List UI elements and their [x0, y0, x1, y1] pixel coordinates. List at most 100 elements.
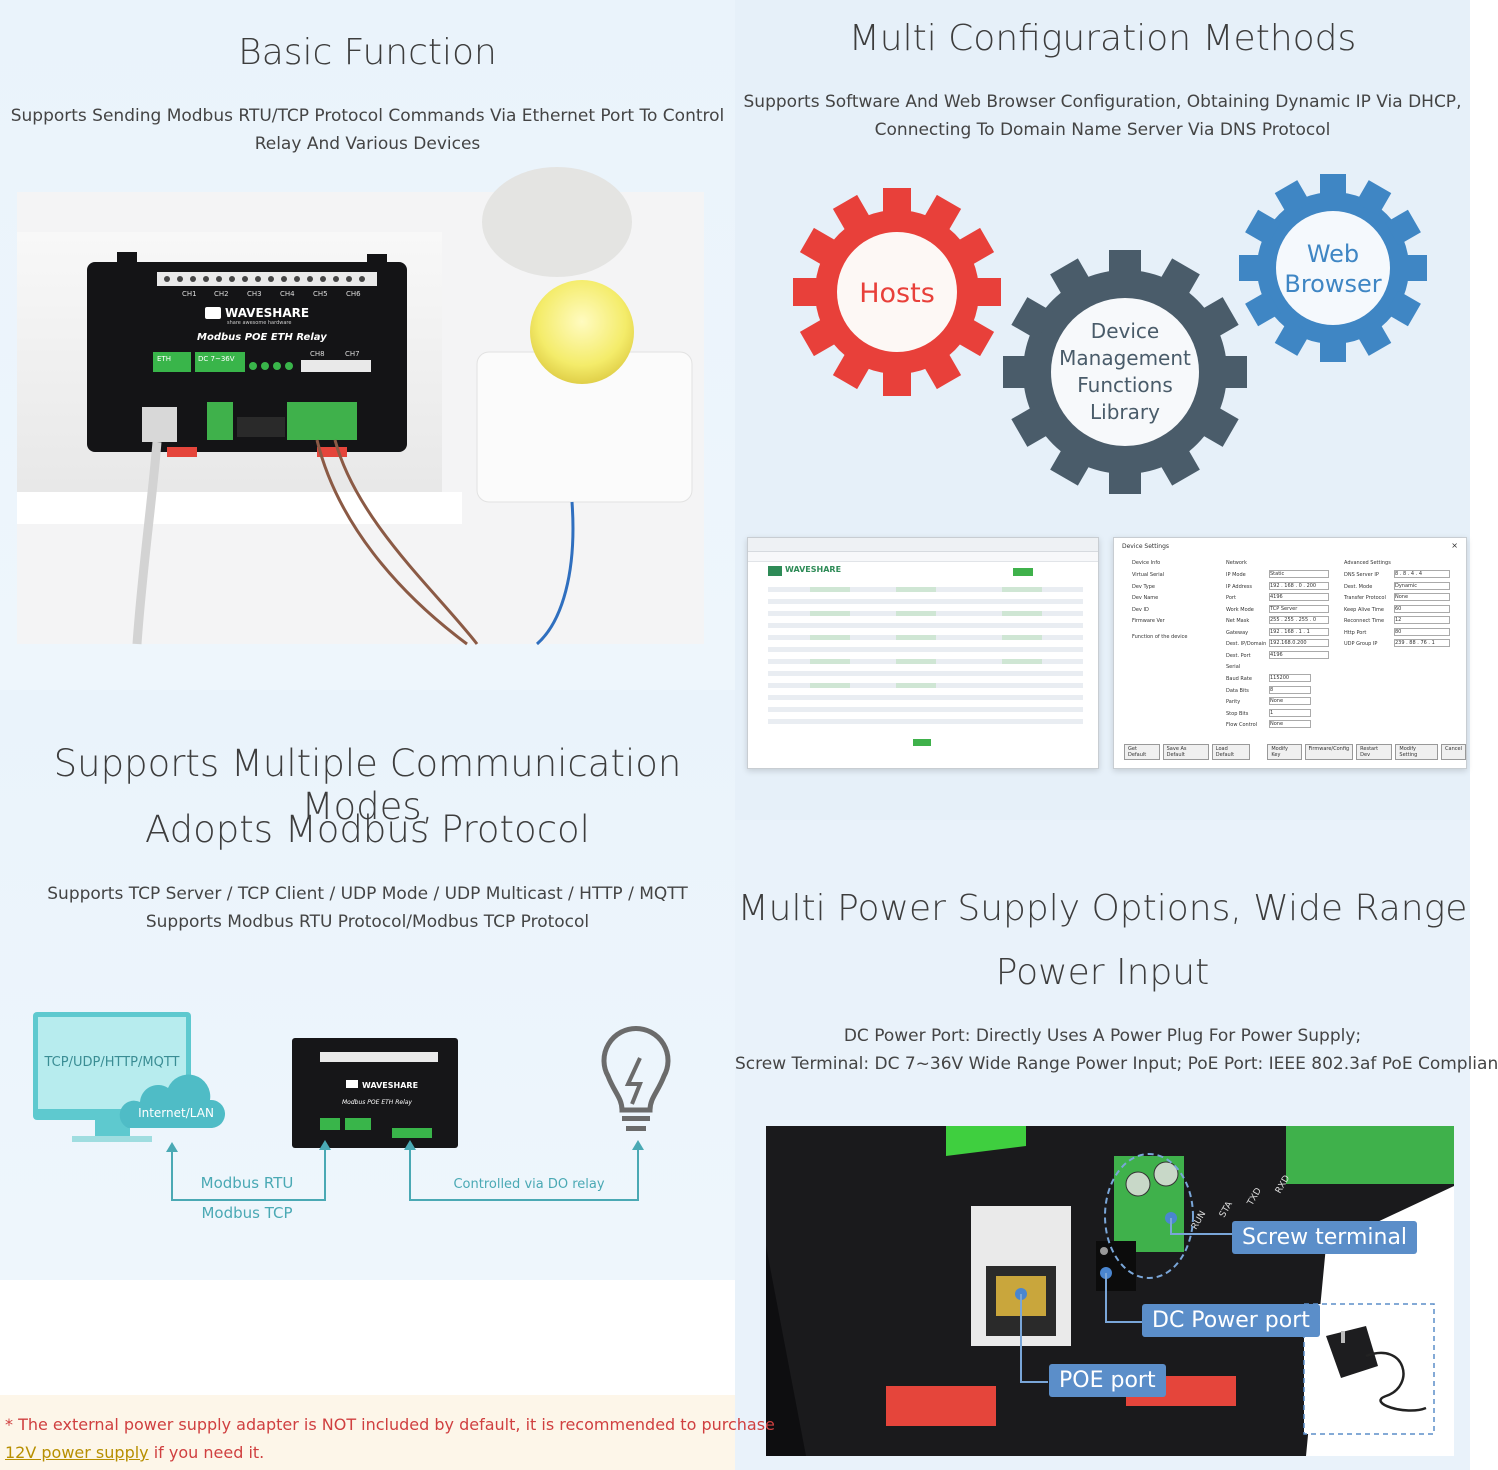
net-label: Dest. IP/Domain: [1226, 641, 1267, 647]
adv-label: DNS Server IP: [1344, 572, 1379, 578]
info-label: Virtual Serial: [1132, 572, 1165, 578]
tool-serial-heading: Serial: [1226, 664, 1241, 670]
net-label: Port: [1226, 595, 1236, 601]
power-adapter-icon: [1326, 1326, 1427, 1412]
adv-label: Keep Alive Time: [1344, 606, 1385, 613]
net-value-field[interactable]: 192.168.0.200: [1269, 639, 1329, 647]
comm-modes-desc-line1: Supports TCP Server / TCP Client / UDP M…: [47, 884, 688, 904]
ethernet-cable: [132, 441, 162, 645]
firmware-config-button[interactable]: Firmware/Config: [1304, 744, 1354, 760]
get-default-button[interactable]: Get Default: [1124, 744, 1160, 760]
multi-config-desc-line1: Supports Software And Web Browser Config…: [743, 92, 1462, 112]
device-library-gear: Device Management Functions Library: [1003, 250, 1247, 494]
serial-label: Stop Bits: [1226, 710, 1249, 717]
channel-label-ch8: CH8: [310, 350, 325, 358]
multi-config-title: Multi Configuration Methods: [848, 18, 1357, 59]
multi-config-description: Supports Software And Web Browser Config…: [735, 88, 1470, 144]
device-brand: WAVESHARE: [225, 306, 309, 320]
save-default-button[interactable]: Save As Default: [1162, 744, 1209, 760]
channel-label-ch3: CH3: [247, 290, 262, 298]
net-value-field[interactable]: 192 . 168 . 0 . 200: [1269, 581, 1329, 590]
basic-function-description: Supports Sending Modbus RTU/TCP Protocol…: [0, 102, 735, 158]
notice-line2: 12V power supply if you need it.: [5, 1439, 264, 1467]
adv-label: Http Port: [1344, 629, 1367, 636]
notice-line1: * The external power supply adapter is N…: [5, 1415, 775, 1434]
power-ports-illustration: RUN STA TXD RXD: [766, 1126, 1454, 1456]
modify-setting-button[interactable]: Modify Setting: [1395, 744, 1439, 760]
monitor-icon: TCP/UDP/HTTP/MQTT: [33, 1012, 191, 1142]
tool-info-labels: Virtual Serial Dev Type Dev Name Dev ID …: [1132, 570, 1165, 628]
web-gear-line2: Browser: [1284, 270, 1381, 298]
tool-function-heading: Function of the device: [1132, 634, 1188, 640]
vase-shape: [482, 167, 632, 277]
serial-value-field[interactable]: 1: [1269, 708, 1311, 717]
restart-dev-button[interactable]: Restart Dev: [1356, 744, 1393, 760]
device-gear-line2: Management: [1059, 346, 1191, 370]
power-panel: Multi Power Supply Options, Wide Range P…: [735, 820, 1498, 1470]
tool-adv-values: 8 . 8 . 4 . 4 Dynamic None 60 12 80 239 …: [1394, 570, 1450, 651]
info-label: Dev Type: [1132, 583, 1155, 590]
serial-value-field[interactable]: None: [1269, 697, 1311, 705]
diagram-relay-device: WAVESHARE Modbus POE ETH Relay: [292, 1038, 458, 1148]
tool-adv-labels: DNS Server IP Dest. Mode Transfer Protoc…: [1344, 570, 1386, 651]
adv-value-field[interactable]: Dynamic: [1394, 581, 1450, 590]
tool-serial-values: 115200 8 None 1 None: [1269, 674, 1311, 732]
basic-function-desc-line2: Relay And Various Devices: [254, 134, 481, 154]
tool-section-device-info: Device Info: [1132, 560, 1161, 566]
adv-value-field[interactable]: 80: [1394, 627, 1450, 636]
channel-label-ch4: CH4: [280, 290, 295, 298]
basic-function-panel: Basic Function Supports Sending Modbus R…: [0, 0, 735, 690]
serial-value-field[interactable]: 8: [1269, 685, 1311, 694]
comm-diagram: TCP/UDP/HTTP/MQTT Internet/LAN WAVESHARE…: [33, 1012, 671, 1222]
power-title-line2: Power Input: [995, 952, 1210, 993]
tool-button-row: Get Default Save As Default Load Default…: [1124, 744, 1466, 760]
web-save-button-shape: [913, 739, 931, 746]
tool-close-icon[interactable]: ×: [1451, 541, 1458, 550]
yellow-bulb: [530, 280, 634, 384]
modbus-tcp-label: Modbus TCP: [201, 1204, 292, 1222]
net-value-field[interactable]: 4196: [1269, 650, 1329, 659]
adv-value-field[interactable]: 12: [1394, 616, 1450, 624]
adv-value-field[interactable]: None: [1394, 593, 1450, 601]
info-label: Dev Name: [1132, 595, 1159, 601]
lightbulb-icon: [601, 1026, 671, 1131]
power-supply-link[interactable]: 12V power supply: [5, 1443, 149, 1462]
hosts-gear: Hosts: [793, 188, 1001, 396]
adv-value-field[interactable]: 239 . 88 . 76 . 1: [1394, 639, 1450, 647]
adv-value-field[interactable]: 60: [1394, 604, 1450, 613]
net-value-field[interactable]: TCP Server: [1269, 604, 1329, 613]
serial-value-field[interactable]: 115200: [1269, 674, 1311, 682]
cancel-button[interactable]: Cancel: [1441, 744, 1466, 760]
basic-function-desc-line1: Supports Sending Modbus RTU/TCP Protocol…: [10, 106, 725, 126]
net-value-field[interactable]: 192 . 168 . 1 . 1: [1269, 627, 1329, 636]
connection-lines: [171, 1148, 639, 1201]
net-value-field[interactable]: 4196: [1269, 593, 1329, 601]
device-model: Modbus POE ETH Relay: [197, 332, 327, 343]
relay-device: CH1 CH2 CH3 CH4 CH5 CH6 WAVESHARE share …: [87, 252, 407, 457]
net-value-field[interactable]: Static: [1269, 570, 1329, 578]
web-brand-name: WAVESHARE: [785, 565, 842, 574]
tool-net-values: Static 192 . 168 . 0 . 200 4196 TCP Serv…: [1269, 570, 1329, 662]
config-gears-illustration: Hosts Device Management Functions Librar…: [793, 174, 1427, 494]
adv-value-field[interactable]: 8 . 8 . 4 . 4: [1394, 570, 1450, 578]
hosts-gear-label: Hosts: [859, 278, 935, 309]
brown-wire-2: [333, 439, 479, 645]
modify-key-button[interactable]: Modify Key: [1267, 744, 1302, 760]
power-desc-line2: Screw Terminal: DC 7~36V Wide Range Powe…: [735, 1054, 1498, 1074]
device-gear-line3: Functions: [1077, 373, 1173, 397]
multi-config-desc-line2: Connecting To Domain Name Server Via DNS…: [874, 120, 1331, 140]
web-browser-gear: Web Browser: [1239, 174, 1427, 362]
comm-modes-title-line2: Adopts Modbus Protocol: [145, 808, 590, 851]
serial-value-field[interactable]: None: [1269, 720, 1311, 728]
arrow-heads: [166, 1140, 644, 1152]
tool-section-network: Network: [1226, 560, 1247, 566]
load-default-button[interactable]: Load Default: [1211, 744, 1251, 760]
monitor-text: TCP/UDP/HTTP/MQTT: [44, 1055, 180, 1070]
net-value-field[interactable]: 255 . 255 . 255 . 0: [1269, 616, 1329, 624]
power-desc-line1: DC Power Port: Directly Uses A Power Plu…: [843, 1026, 1362, 1046]
cloud-text: Internet/LAN: [138, 1106, 214, 1120]
ethernet-port: [142, 407, 177, 442]
diagram-device-model: Modbus POE ETH Relay: [342, 1099, 412, 1106]
screw-terminal-tag: Screw terminal: [1232, 1221, 1418, 1254]
net-label: Work Mode: [1226, 606, 1254, 613]
